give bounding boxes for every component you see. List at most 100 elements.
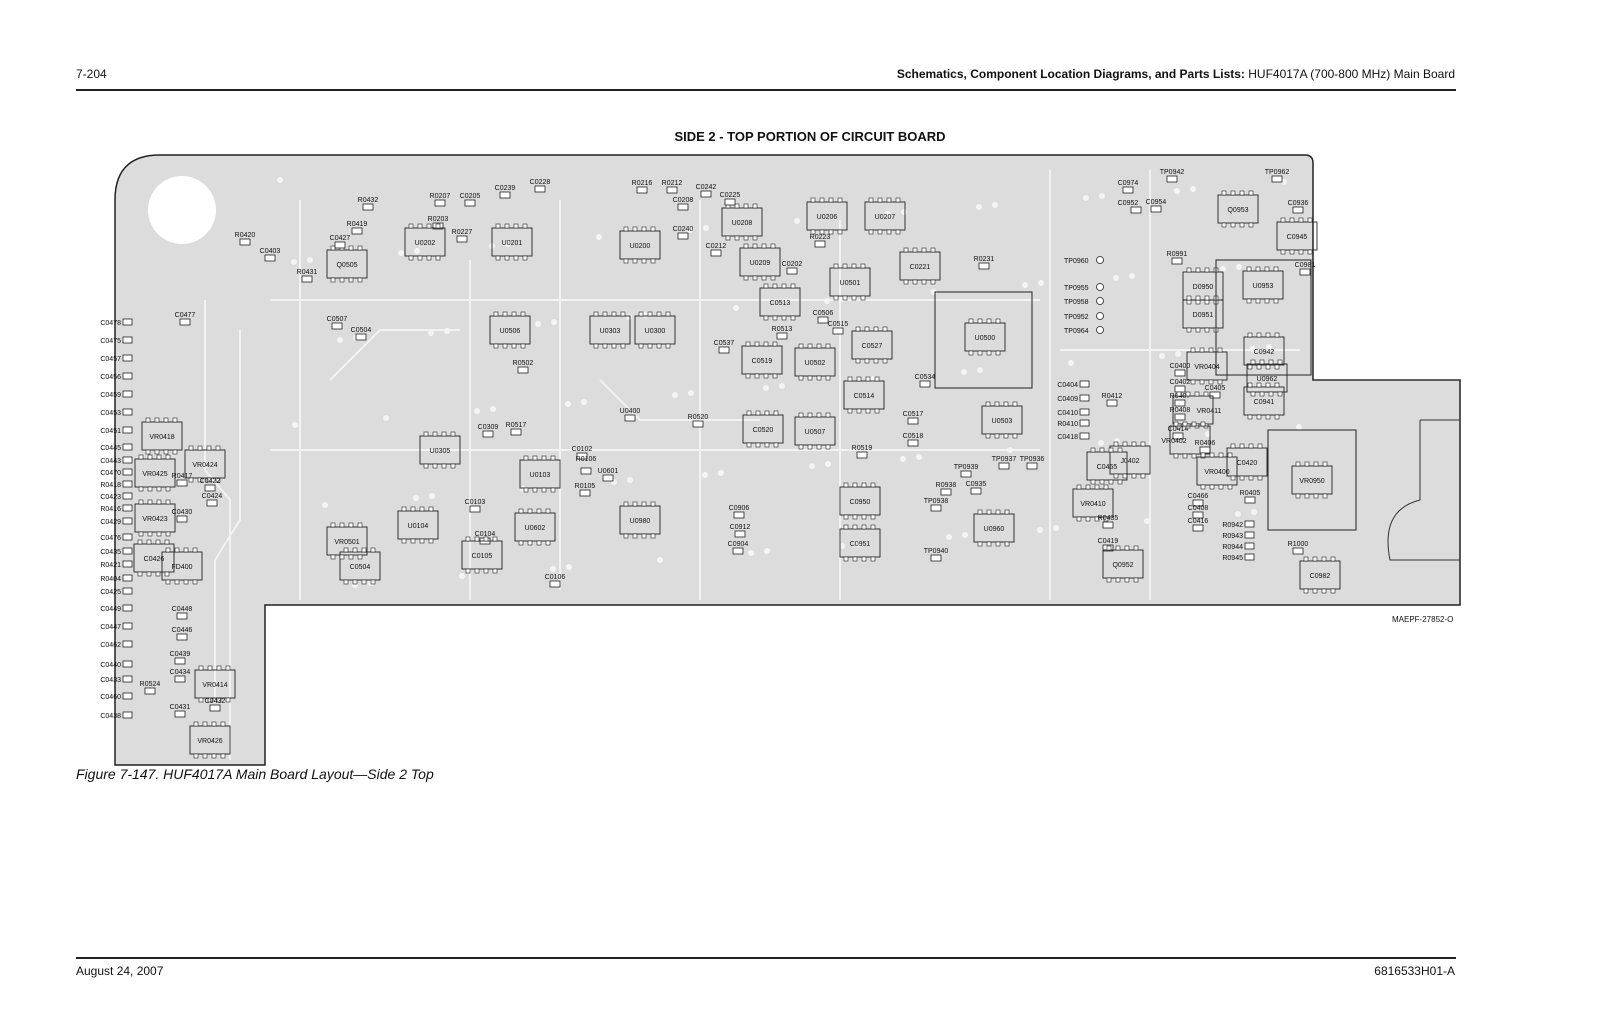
pin-icon: [1321, 556, 1327, 562]
ic-outline-icon: [1246, 363, 1288, 393]
pin-icon: [623, 258, 629, 264]
via: [1281, 179, 1287, 185]
pin-icon: [441, 463, 447, 469]
pin-icon: [207, 665, 213, 671]
component-label: C0433: [100, 677, 121, 684]
pad-icon: [1079, 394, 1090, 402]
pin-icon: [1133, 545, 1139, 551]
ic-outline-icon: [589, 315, 631, 345]
component-label: C0205: [460, 193, 481, 200]
pin-icon: [1247, 414, 1253, 420]
component-c0431: C0431: [170, 704, 190, 718]
pad-icon: [998, 462, 1010, 470]
component-label: C0409: [1057, 396, 1078, 403]
ic-outline-icon: [419, 435, 461, 465]
component-r0420: R0420: [235, 232, 255, 246]
component-label: C0427: [330, 235, 351, 242]
component-label: VR0414: [202, 682, 227, 689]
pad-icon: [122, 318, 133, 326]
component-label: C0457: [100, 356, 121, 363]
pin-icon: [1239, 475, 1245, 481]
pad-icon: [534, 185, 546, 193]
component-label: C0424: [202, 493, 223, 500]
pin-icon: [1182, 453, 1188, 459]
pin-icon: [520, 343, 526, 349]
pin-icon: [165, 547, 171, 553]
pad-icon: [122, 560, 133, 568]
component-vr0404: VR0404: [1186, 347, 1228, 385]
component-c0409: C0409: [1057, 394, 1090, 403]
pin-icon: [1094, 484, 1100, 490]
pin-icon: [807, 444, 813, 450]
trace: [329, 329, 460, 381]
pin-icon: [183, 579, 189, 585]
via: [1236, 264, 1242, 270]
ic-outline-icon: [634, 315, 676, 345]
pin-icon: [225, 665, 231, 671]
pin-icon: [474, 536, 480, 542]
via: [550, 566, 556, 572]
component-r0231: R0231: [974, 256, 994, 270]
pin-icon: [790, 315, 796, 321]
pin-icon: [1307, 249, 1313, 255]
pin-icon: [154, 417, 160, 423]
pin-icon: [522, 223, 528, 229]
pin-icon: [523, 455, 529, 461]
component-label: R0416: [100, 506, 121, 513]
via: [1250, 346, 1256, 352]
component-u0201: U0201: [491, 223, 533, 261]
pad-icon: [1079, 408, 1090, 416]
pin-icon: [1307, 217, 1313, 223]
via: [1083, 195, 1089, 201]
component-c0102: C0102: [572, 446, 592, 460]
pad-icon: [677, 232, 689, 240]
component-c0954: C0954: [1146, 199, 1166, 213]
component-r0943: R0943: [1222, 531, 1255, 540]
pin-icon: [819, 197, 825, 203]
pin-icon: [852, 482, 858, 488]
component-label: TP0952: [1064, 314, 1089, 321]
component-label: TP0955: [1064, 285, 1089, 292]
component-label: R0945: [1222, 555, 1243, 562]
pad-icon: [176, 515, 188, 523]
component-vr0400: VR0400: [1196, 452, 1238, 490]
component-label: U0500: [975, 335, 996, 342]
pin-icon: [620, 343, 626, 349]
pad-icon: [1171, 257, 1183, 265]
ic-outline-icon: [1276, 221, 1318, 251]
pin-icon: [502, 343, 508, 349]
board-outline: [114, 154, 1461, 766]
pin-icon: [763, 373, 769, 379]
pin-icon: [861, 524, 867, 530]
via: [474, 408, 480, 414]
pin-icon: [1273, 298, 1279, 304]
via: [505, 241, 511, 247]
via: [688, 390, 694, 396]
component-c0945: C0945: [1276, 217, 1318, 255]
pad-icon: [579, 489, 591, 497]
ic-outline-icon: [491, 227, 533, 257]
pin-icon: [495, 255, 501, 261]
pin-icon: [798, 343, 804, 349]
pin-icon: [912, 247, 918, 253]
pin-icon: [1330, 588, 1336, 594]
pad-icon: [1192, 499, 1204, 507]
component-label: C0208: [673, 197, 694, 204]
pin-icon: [810, 197, 816, 203]
pin-icon: [474, 568, 480, 574]
pin-icon: [1204, 295, 1210, 301]
pin-icon: [348, 245, 354, 251]
pin-icon: [864, 358, 870, 364]
via: [809, 463, 815, 469]
pin-icon: [1106, 577, 1112, 583]
component-vr0501: VR0501: [326, 522, 368, 560]
pin-icon: [202, 753, 208, 759]
pin-icon: [1140, 441, 1146, 447]
pin-icon: [895, 197, 901, 203]
pin-icon: [977, 350, 983, 356]
pin-icon: [650, 226, 656, 232]
ic-outline-icon: [794, 347, 836, 377]
pin-icon: [650, 258, 656, 264]
ic-outline-icon: [1196, 456, 1238, 486]
component-label: R0404: [100, 576, 121, 583]
